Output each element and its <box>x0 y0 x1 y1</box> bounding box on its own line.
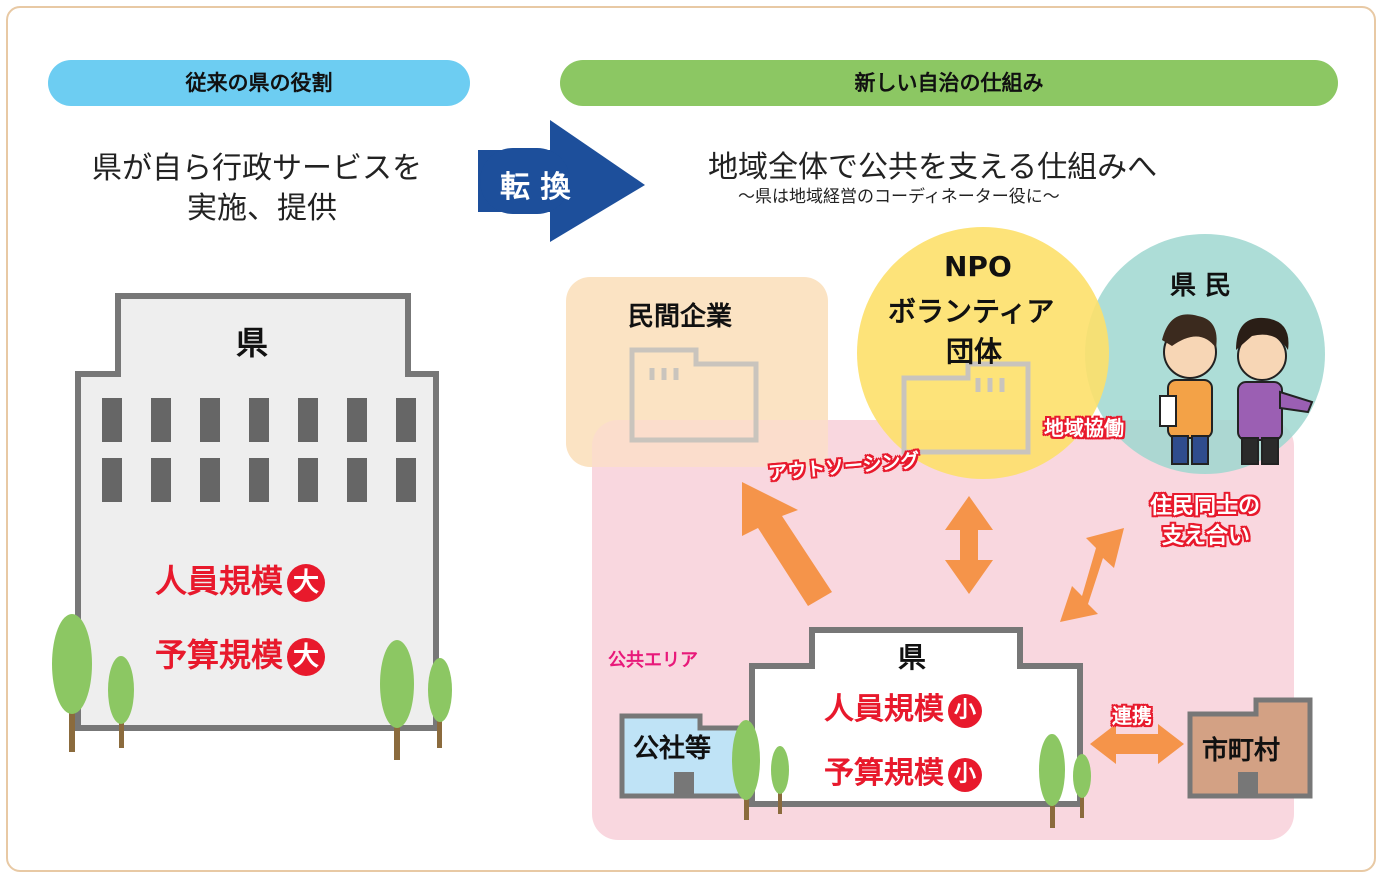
left-building-label: 県 <box>236 324 269 362</box>
right-staff-badge: 小 <box>948 693 982 728</box>
outsourcing-arrow-icon <box>742 482 832 606</box>
right-staff-scale: 人員規模小 <box>824 684 982 728</box>
left-description-line2: 実施、提供 <box>187 191 337 226</box>
window-grid <box>102 398 416 502</box>
tree-icon <box>1073 754 1091 818</box>
municipalities-label: 市町村 <box>1202 736 1281 766</box>
tree-icon <box>108 656 134 748</box>
right-header-pill: 新しい自治の仕組み <box>560 60 1338 106</box>
npo-circle <box>857 227 1109 479</box>
citizen-link-arrow-icon <box>1060 528 1124 622</box>
left-staff-badge: 大 <box>287 564 326 602</box>
mutual-support-line2: 支え合い <box>1162 524 1251 549</box>
regional-cooperation-label: 地域協働 <box>1044 416 1124 440</box>
left-budget-badge: 大 <box>287 638 326 676</box>
private-company-label: 民間企業 <box>628 302 733 332</box>
tree-icon <box>380 640 414 760</box>
mutual-support-line1: 住民同士の <box>1150 494 1261 519</box>
left-budget-scale-label: 予算規模 <box>155 636 284 674</box>
left-header-label: 従来の県の役割 <box>185 71 333 95</box>
npo-label-line2: ボランティア <box>888 295 1055 328</box>
left-header-pill: 従来の県の役割 <box>48 60 470 106</box>
right-staff-scale-label: 人員規模 <box>824 692 944 727</box>
left-budget-scale: 予算規模大 <box>155 630 326 676</box>
right-header-label: 新しい自治の仕組み <box>854 71 1044 95</box>
right-description-line1: 地域全体で公共を支える仕組みへ <box>708 150 1158 185</box>
public-area-label: 公共エリア <box>608 650 698 671</box>
tree-icon <box>52 614 92 752</box>
company-building-icon <box>629 347 759 443</box>
left-description-line1: 県が自ら行政サービスを <box>92 151 422 186</box>
tree-icon <box>771 746 789 814</box>
right-budget-scale-label: 予算規模 <box>824 756 944 791</box>
left-staff-scale-label: 人員規模 <box>155 562 284 600</box>
tree-icon <box>428 658 452 748</box>
npo-building-icon <box>901 361 1031 455</box>
outer-frame <box>6 6 1376 872</box>
left-staff-scale: 人員規模大 <box>155 556 326 602</box>
right-budget-scale: 予算規模小 <box>824 748 982 792</box>
citizens-label: 県 民 <box>1170 271 1232 301</box>
prefecture-label: 県 <box>898 641 927 674</box>
right-description-line2: 〜県は地域経営のコーディネーター役に〜 <box>738 187 1060 207</box>
tree-icon <box>1039 734 1065 828</box>
corporation-label: 公社等 <box>633 734 712 764</box>
cooperation-arrow-icon <box>1090 724 1184 764</box>
npo-link-arrow-icon <box>945 496 993 594</box>
transition-label: 転 換 <box>500 170 571 205</box>
cooperation-label: 連携 <box>1112 704 1152 728</box>
citizens-illustration-icon <box>1159 314 1314 465</box>
npo-label-line1: NPO <box>944 250 1012 283</box>
npo-label-line3: 団体 <box>946 335 1003 368</box>
tree-icon <box>732 720 760 820</box>
right-budget-badge: 小 <box>948 757 982 792</box>
municipal-building-icon <box>1187 697 1313 799</box>
